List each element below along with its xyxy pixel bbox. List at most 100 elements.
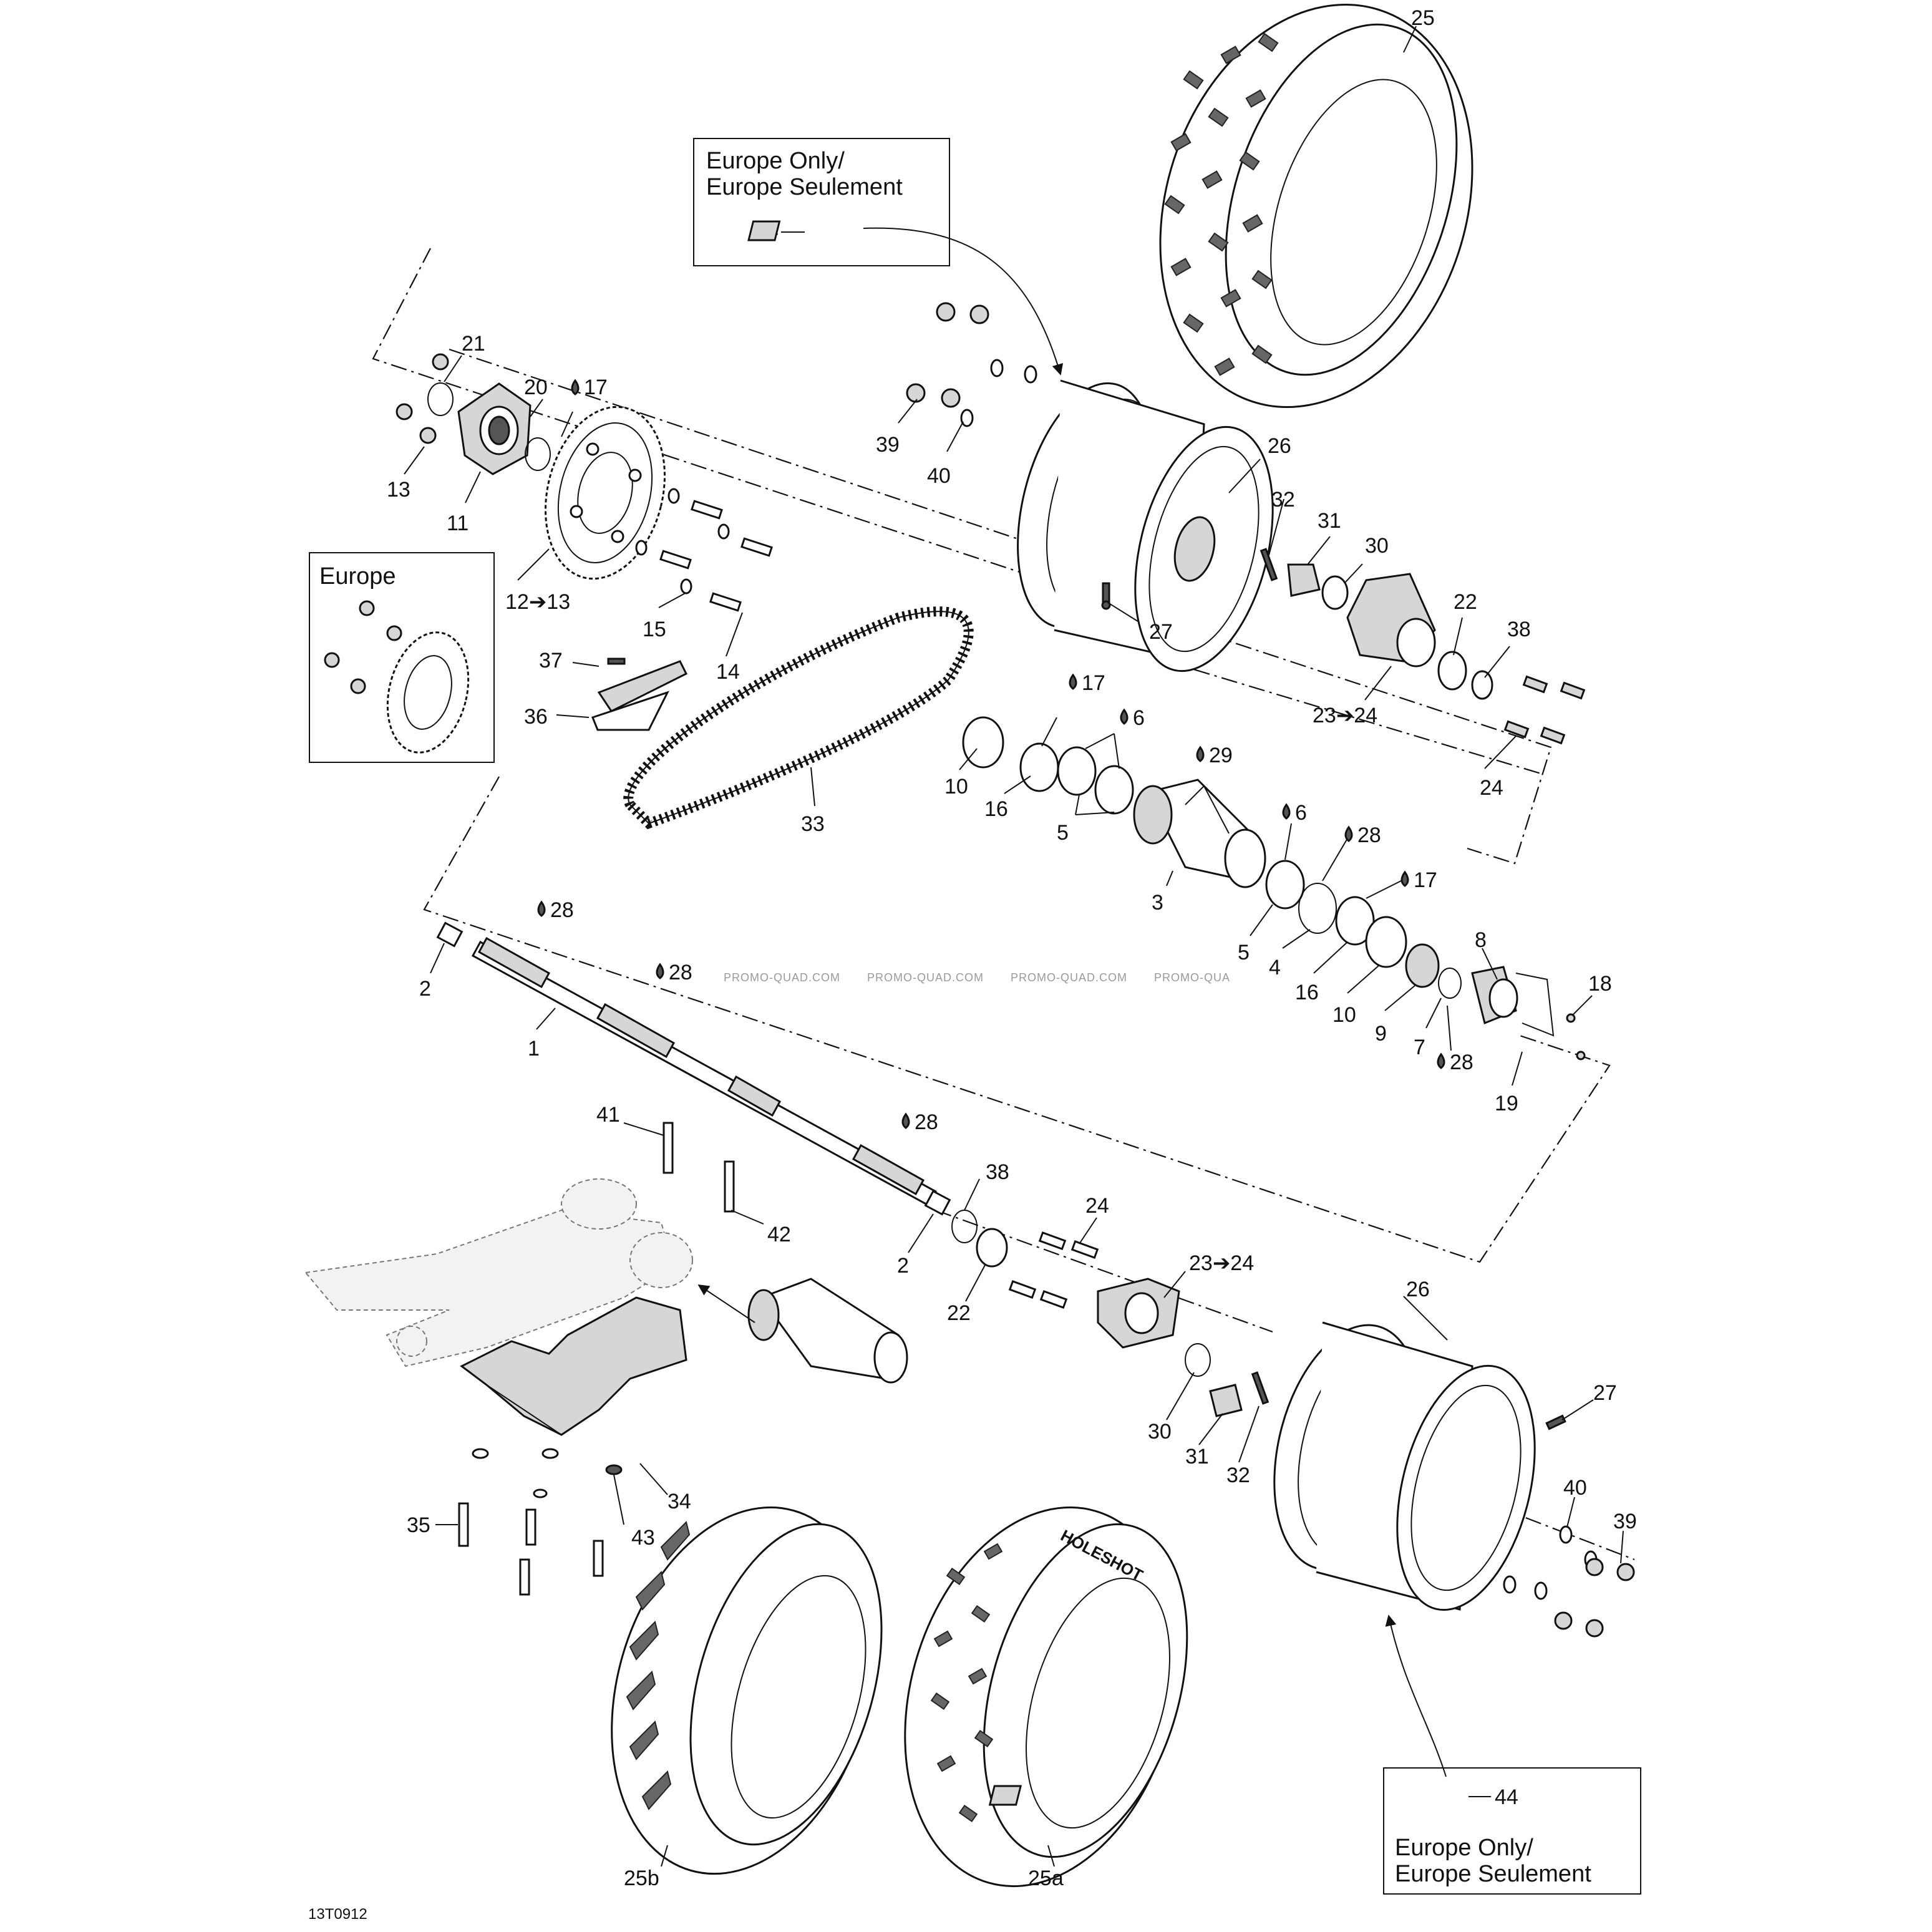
callout-4: 4 xyxy=(1269,956,1281,979)
callout-13: 13 xyxy=(387,478,410,502)
callout-34: 34 xyxy=(667,1490,691,1513)
callout-33: 33 xyxy=(801,812,825,836)
callout-41: 41 xyxy=(596,1103,620,1127)
callout-25a: 25a xyxy=(1028,1866,1064,1890)
rear-axle xyxy=(436,921,951,1216)
box-title: Europe xyxy=(319,563,396,590)
leader-lines xyxy=(404,26,1624,1867)
callout-26a: 26 xyxy=(1268,434,1291,458)
tire-25a: HOLESHOT xyxy=(904,1506,1188,1888)
svg-text:28: 28 xyxy=(915,1110,938,1134)
lug-nuts-upper xyxy=(906,302,1037,427)
svg-text:17: 17 xyxy=(584,376,608,399)
callout-28a: 28 xyxy=(1344,823,1381,847)
chain-guide xyxy=(591,658,688,731)
bearing-stack-upper xyxy=(962,716,1134,815)
lower-axle-parts xyxy=(951,1210,1269,1417)
callout-40b: 40 xyxy=(1563,1476,1587,1500)
callout-27a: 27 xyxy=(1149,620,1173,644)
sprocket-bolts xyxy=(635,488,773,612)
callout-17c: 17 xyxy=(1400,868,1437,892)
callout-24b: 24 xyxy=(1085,1194,1109,1218)
assembly-outline-upper xyxy=(372,248,1552,865)
callout-32b: 32 xyxy=(1226,1464,1250,1487)
callout-36: 36 xyxy=(524,705,548,729)
callout-39a: 39 xyxy=(876,433,900,457)
label-plate-icon xyxy=(988,1785,1022,1806)
callout-labels: 25 21 20 17 13 11 12➔13 39 40 26 32 31 3… xyxy=(387,6,1637,1890)
callout-8: 8 xyxy=(1475,928,1487,952)
callout-10a: 10 xyxy=(944,775,968,799)
swing-arm-ghost xyxy=(304,1178,693,1367)
callout-17a: 17 xyxy=(571,376,608,399)
svg-text:17: 17 xyxy=(1082,671,1105,695)
callout-29: 29 xyxy=(1196,744,1233,767)
label-plate-icon xyxy=(747,220,781,241)
callout-23b: 23➔24 xyxy=(1189,1251,1254,1275)
svg-text:PROMO-QUAD.COM: PROMO-QUAD.COM xyxy=(867,971,984,984)
callout-21: 21 xyxy=(462,332,485,356)
callout-14: 14 xyxy=(716,660,740,684)
rim-lower xyxy=(1273,1321,1566,1611)
callout-42: 42 xyxy=(767,1223,791,1246)
callout-24a: 24 xyxy=(1480,776,1503,800)
callout-25b: 25b xyxy=(624,1866,659,1890)
callout-38b: 38 xyxy=(986,1160,1009,1184)
callout-12: 12➔13 xyxy=(505,590,570,614)
callout-31a: 31 xyxy=(1318,509,1341,533)
callout-1: 1 xyxy=(528,1037,540,1061)
callout-28c: 28 xyxy=(537,898,574,922)
callout-17b: 17 xyxy=(1069,671,1105,695)
skid-plate xyxy=(460,1296,687,1436)
skid-plate-bolts xyxy=(458,1122,735,1596)
callout-28e: 28 xyxy=(901,1110,938,1134)
bearing-stack-lower xyxy=(1265,860,1586,1061)
callout-6a: 6 xyxy=(1120,706,1145,730)
tire-tread-pattern xyxy=(1164,32,1279,376)
callout-31b: 31 xyxy=(1185,1445,1209,1468)
europe-sprocket-box: Europe xyxy=(309,552,495,763)
eccentric-preview xyxy=(697,1278,908,1384)
svg-text:28: 28 xyxy=(1450,1051,1473,1074)
svg-text:6: 6 xyxy=(1295,801,1307,825)
callout-16b: 16 xyxy=(1295,981,1319,1004)
svg-text:28: 28 xyxy=(550,898,574,922)
callout-20: 20 xyxy=(524,376,548,399)
callout-38a: 38 xyxy=(1507,618,1531,641)
svg-text:PROMO-QUAD.COM: PROMO-QUAD.COM xyxy=(724,971,840,984)
drawing-code: 13T0912 xyxy=(308,1906,367,1923)
callout-2b: 2 xyxy=(897,1254,909,1278)
svg-text:6: 6 xyxy=(1133,706,1145,730)
europe-only-box-bottom: 44 Europe Only/ Europe Seulement xyxy=(988,1614,1641,1895)
callout-28b: 28 xyxy=(1437,1051,1473,1074)
axis-line-hub xyxy=(1166,660,1541,775)
box-line2: Europe Seulement xyxy=(706,174,903,200)
tire-25b xyxy=(611,1506,883,1875)
rim-upper xyxy=(1017,379,1274,672)
tire-top-right xyxy=(1159,4,1473,408)
svg-text:PROMO-QUAD.COM: PROMO-QUAD.COM xyxy=(1011,971,1127,984)
watermark: PROMO-QUAD.COM PROMO-QUAD.COM PROMO-QUAD… xyxy=(724,971,1230,984)
callout-26b: 26 xyxy=(1406,1278,1430,1301)
callout-39b: 39 xyxy=(1613,1510,1637,1533)
callout-37: 37 xyxy=(539,649,563,672)
callout-7: 7 xyxy=(1414,1036,1425,1059)
callout-32a: 32 xyxy=(1271,488,1295,512)
callout-3: 3 xyxy=(1152,891,1163,915)
callout-22a: 22 xyxy=(1454,590,1477,614)
eccentric-housing xyxy=(1133,779,1266,888)
box-line1: Europe Only/ xyxy=(706,148,845,174)
box-part-number: 44 xyxy=(1495,1785,1518,1809)
drive-chain xyxy=(623,606,974,830)
svg-text:PROMO-QUA: PROMO-QUA xyxy=(1154,971,1230,984)
callout-11: 11 xyxy=(447,512,468,535)
callout-23a: 23➔24 xyxy=(1313,704,1377,727)
callout-2a: 2 xyxy=(419,977,431,1001)
europe-only-box-top: Europe Only/ Europe Seulement 44 xyxy=(693,138,1064,376)
svg-text:29: 29 xyxy=(1209,744,1233,767)
callout-30b: 30 xyxy=(1148,1420,1172,1444)
callout-5a: 5 xyxy=(1057,821,1069,845)
callout-18: 18 xyxy=(1588,972,1612,996)
callout-6b: 6 xyxy=(1282,801,1307,825)
